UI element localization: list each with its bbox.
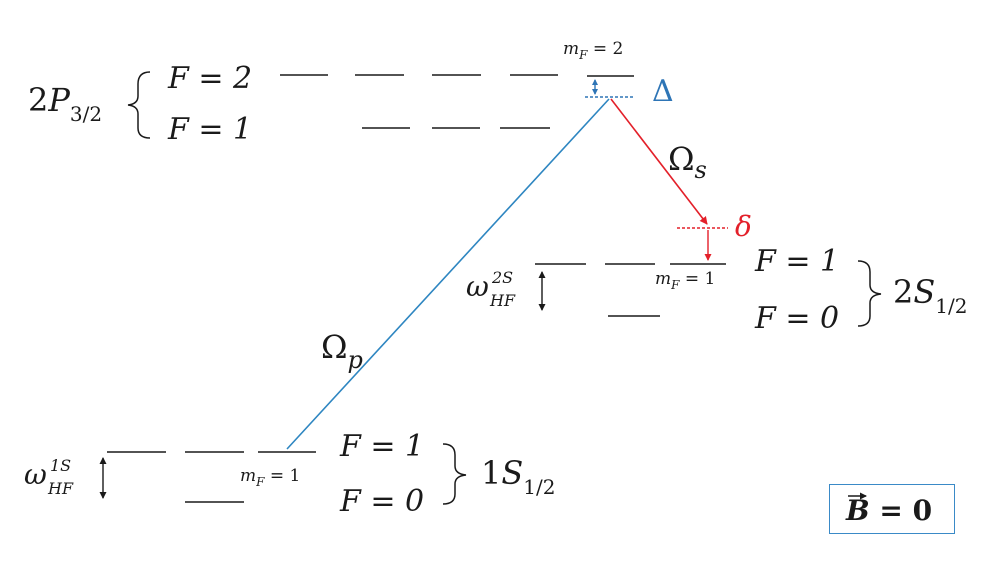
manifold-2s12: mF = 1 F = 1 F = 0 2S1/2 ω 2S HF	[466, 244, 967, 336]
label-p32-f1: F = 1	[167, 112, 252, 147]
label-s2-f0: F = 0	[754, 301, 839, 336]
two-photon-detuning: δ	[677, 210, 752, 261]
label-hf-2s: ω	[466, 270, 489, 303]
label-hf-2s-sub: HF	[489, 291, 516, 310]
label-2p32: 2P3/2	[28, 81, 102, 126]
label-hf-2s-sup: 2S	[491, 268, 513, 287]
label-1s12: 1S1/2	[481, 454, 555, 499]
label-b-field: B = 0	[845, 494, 932, 527]
stokes-laser: Ωs	[610, 98, 708, 225]
label-s1-mf: mF = 1	[240, 466, 300, 489]
brace-2p32	[127, 71, 151, 139]
label-hf-1s: ω	[24, 458, 47, 491]
field-label: B = 0	[845, 492, 932, 527]
field-box	[829, 484, 955, 534]
label-omega-p: Ωp	[321, 328, 363, 374]
label-delta: Δ	[652, 74, 674, 109]
stokes-line	[610, 98, 708, 225]
pump-laser: Ωp	[286, 98, 610, 450]
label-s2-mf: mF = 1	[655, 269, 715, 292]
manifold-1s12: mF = 1 F = 1 F = 0 1S1/2 ω 1S HF	[24, 429, 555, 519]
single-photon-detuning: Δ	[585, 74, 674, 109]
label-p32-f2: F = 2	[167, 61, 252, 96]
brace-1s12	[442, 443, 467, 505]
label-s1-f0: F = 0	[339, 484, 424, 519]
label-delta-small: δ	[735, 210, 752, 243]
label-omega-s: Ωs	[668, 140, 707, 184]
manifold-2p32: 2P3/2 F = 2 F = 1 mF = 2	[28, 39, 634, 147]
label-s1-f1: F = 1	[339, 429, 424, 464]
label-hf-1s-sup: 1S	[50, 456, 71, 475]
pump-line	[286, 98, 610, 450]
label-s2-f1: F = 1	[754, 244, 839, 279]
label-hf-1s-sub: HF	[47, 479, 74, 498]
label-p32-mf: mF = 2	[563, 39, 623, 62]
label-2s12: 2S1/2	[893, 273, 967, 318]
brace-2s12	[857, 260, 882, 327]
